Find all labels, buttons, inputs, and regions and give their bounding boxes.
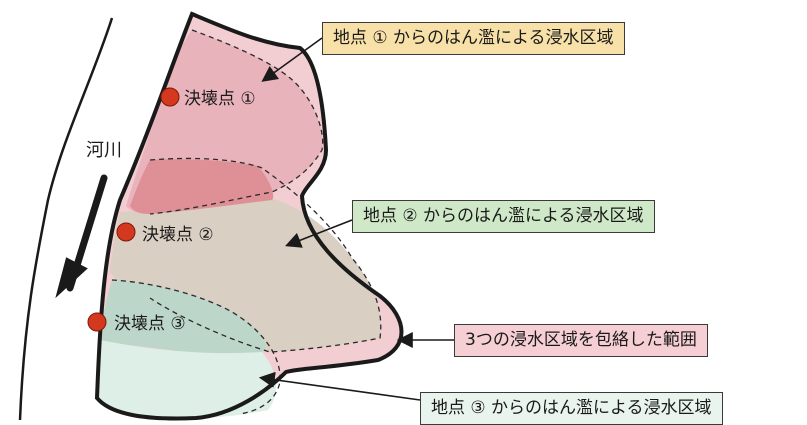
breach-point-2 xyxy=(116,222,136,242)
breach-point-1-label: 決壊点 ① xyxy=(184,89,256,109)
callout-envelope: 3つの浸水区域を包絡した範囲 xyxy=(454,324,708,357)
zone3-light-area xyxy=(97,340,276,419)
river-bank-line xyxy=(18,17,114,421)
breach-point-2-label: 決壊点 ② xyxy=(142,225,214,245)
breach-point-3-label: 決壊点 ③ xyxy=(114,314,186,334)
zone2-outline xyxy=(149,157,382,353)
envelope-outline xyxy=(94,11,404,421)
breach-point-3 xyxy=(87,312,107,332)
callout-zone2: 地点 ② からのはん濫による浸水区域 xyxy=(352,200,655,233)
callout-zone1: 地点 ① からのはん濫による浸水区域 xyxy=(322,22,625,55)
callout-zone3: 地点 ③ からのはん濫による浸水区域 xyxy=(420,392,723,425)
overlap-area xyxy=(130,159,274,214)
breach-point-1 xyxy=(160,87,180,107)
river-flow-arrowhead xyxy=(55,257,88,299)
river-label: 河川 xyxy=(86,140,122,161)
zone2-leader xyxy=(285,219,353,248)
zone1-leader xyxy=(261,37,323,82)
zone3-outline xyxy=(111,279,281,415)
zone1-outline xyxy=(149,29,324,215)
zone3-leader xyxy=(258,371,421,401)
